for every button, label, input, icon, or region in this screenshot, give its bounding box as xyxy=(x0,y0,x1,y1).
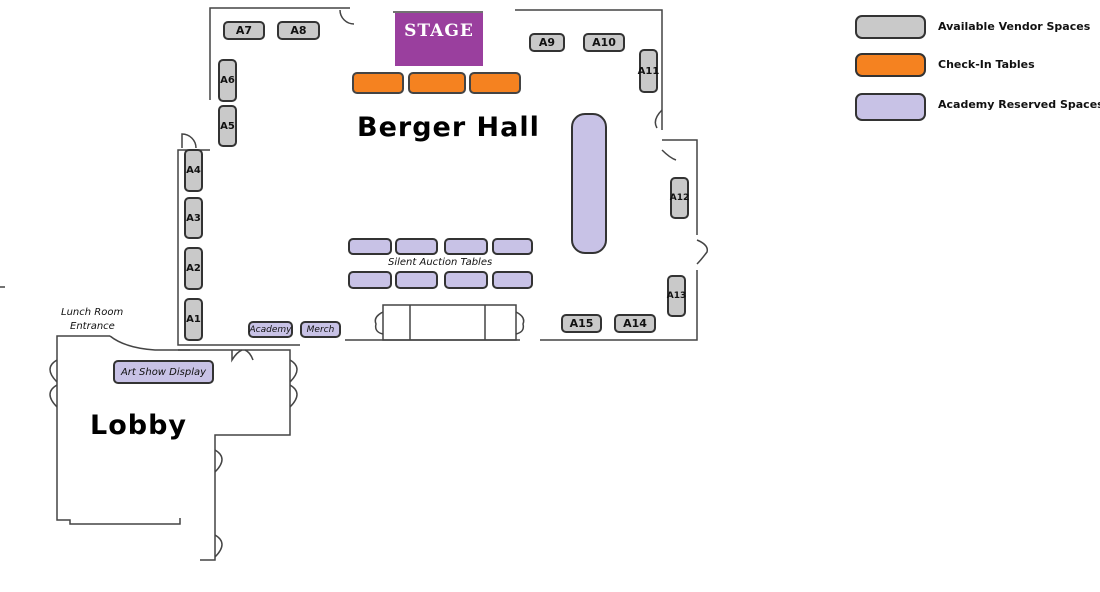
vendor-space-a5[interactable]: A5 xyxy=(218,105,237,147)
vendor-space-a13[interactable]: A13 xyxy=(667,275,686,317)
vendor-space-a14[interactable]: A14 xyxy=(614,314,656,333)
silent-auction-table xyxy=(348,271,392,289)
silent-auction-table xyxy=(395,238,438,255)
legend-label-vendor: Available Vendor Spaces xyxy=(938,20,1091,33)
vendor-space-a15[interactable]: A15 xyxy=(561,314,602,333)
academy-space: Academy xyxy=(248,321,293,338)
silent-auction-label: Silent Auction Tables xyxy=(388,257,493,268)
silent-auction-table xyxy=(395,271,438,289)
legend-label-check-in: Check-In Tables xyxy=(938,58,1035,71)
legend-label-reserved: Academy Reserved Spaces xyxy=(938,98,1100,111)
silent-auction-table xyxy=(444,238,488,255)
vendor-space-a1[interactable]: A1 xyxy=(184,298,203,341)
vendor-space-a2[interactable]: A2 xyxy=(184,247,203,290)
stage: STAGE xyxy=(395,13,483,66)
art-show-display: Art Show Display xyxy=(113,360,214,384)
silent-auction-table xyxy=(348,238,392,255)
legend-swatch-reserved xyxy=(855,93,926,121)
lobby-label: Lobby xyxy=(90,410,188,441)
vendor-space-a6[interactable]: A6 xyxy=(218,59,237,102)
vendor-space-a12[interactable]: A12 xyxy=(670,177,689,219)
vendor-space-a11[interactable]: A11 xyxy=(638,49,659,93)
silent-auction-table xyxy=(492,238,533,255)
stage-label: STAGE xyxy=(404,21,474,41)
vendor-space-a3[interactable]: A3 xyxy=(184,197,203,239)
check-in-table xyxy=(469,72,521,94)
vendor-space-a8[interactable]: A8 xyxy=(277,21,320,40)
legend-swatch-vendor xyxy=(855,15,926,39)
berger-hall-label: Berger Hall xyxy=(357,112,540,143)
merch-space: Merch xyxy=(300,321,341,338)
lunch-room-label-line2: Entrance xyxy=(70,321,115,332)
silent-auction-table xyxy=(444,271,488,289)
silent-auction-table xyxy=(492,271,533,289)
vendor-space-a9[interactable]: A9 xyxy=(529,33,565,52)
reserved-long-table xyxy=(571,113,607,254)
vendor-space-a10[interactable]: A10 xyxy=(583,33,625,52)
vendor-space-a4[interactable]: A4 xyxy=(184,149,203,192)
vendor-space-a7[interactable]: A7 xyxy=(223,21,265,40)
lunch-room-label-line1: Lunch Room xyxy=(61,307,124,318)
check-in-table xyxy=(408,72,466,94)
check-in-table xyxy=(352,72,404,94)
legend-swatch-check-in xyxy=(855,53,926,77)
